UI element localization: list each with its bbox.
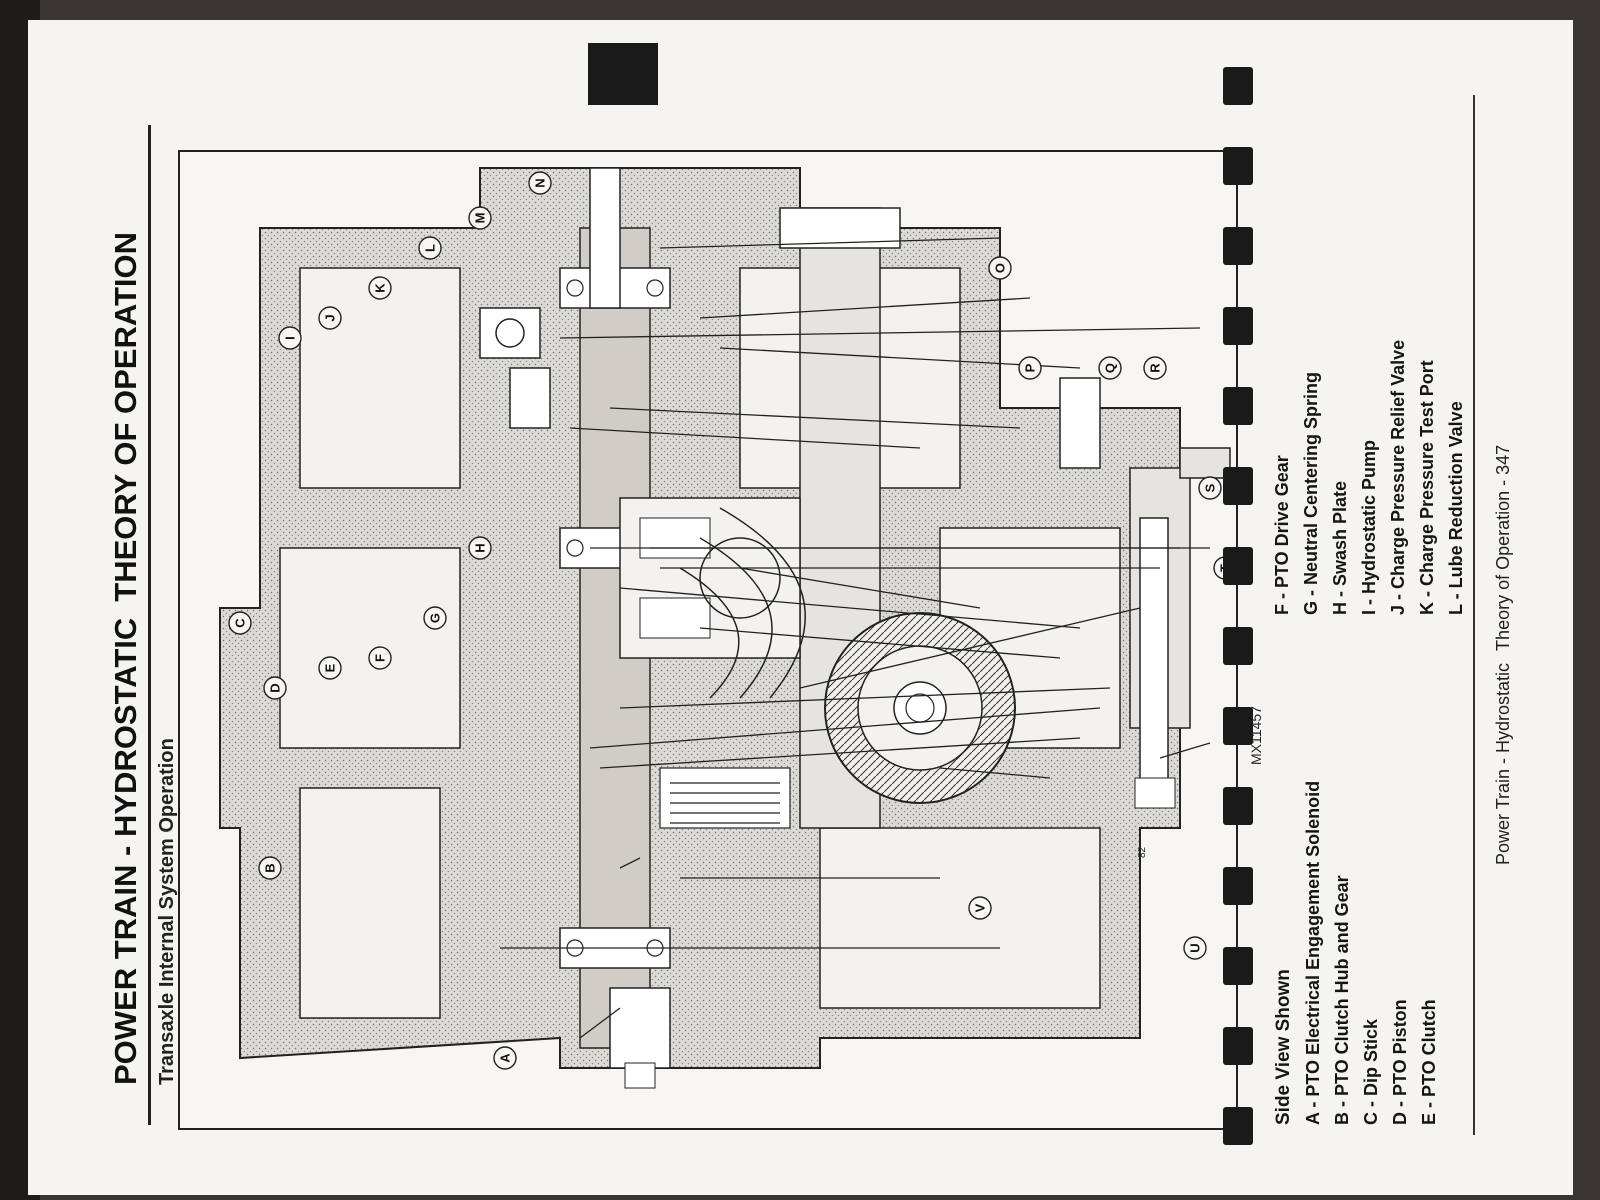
rotated-page-content: POWER TRAIN - HYDROSTATIC THEORY OF OPERA… <box>68 35 1568 1185</box>
svg-text:B: B <box>263 863 278 872</box>
svg-text:O: O <box>993 263 1008 273</box>
callout-K: K <box>368 276 392 300</box>
svg-text:K: K <box>373 283 388 293</box>
svg-text:E: E <box>323 663 338 672</box>
callout-G: G <box>423 606 447 630</box>
svg-text:V: V <box>973 903 988 912</box>
callout-B: B <box>258 856 282 880</box>
svg-text:Q: Q <box>1103 363 1118 373</box>
svg-text:M: M <box>473 213 488 224</box>
callout-O: O <box>988 256 1012 280</box>
callout-Q: Q <box>1098 356 1122 380</box>
legend-item: A - PTO Electrical Engagement Solenoid <box>1303 780 1323 1125</box>
callout-R: R <box>1143 356 1167 380</box>
legend-item: K - Charge Pressure Test Port <box>1417 360 1437 615</box>
legend-item: E - PTO Clutch <box>1419 999 1439 1125</box>
legend-heading: Side View Shown <box>1273 969 1294 1125</box>
callout-I: I <box>278 326 302 350</box>
svg-text:F: F <box>373 654 388 662</box>
callout-D: D <box>263 676 287 700</box>
page-subtitle: Transaxle Internal System Operation <box>156 738 178 1085</box>
callout-A: A <box>493 1046 517 1070</box>
legend-item: J - Charge Pressure Relief Valve <box>1388 339 1408 615</box>
page-title-topic: THEORY OF OPERATION <box>108 231 143 602</box>
legend-item: B - PTO Clutch Hub and Gear <box>1332 875 1352 1125</box>
svg-text:J: J <box>323 314 338 321</box>
footer-rule <box>1473 95 1475 1135</box>
svg-text:C: C <box>233 618 248 628</box>
callout-L: L <box>418 236 442 260</box>
legend-item: D - PTO Piston <box>1390 999 1410 1125</box>
transaxle-cutaway-diagram: 82 <box>219 167 1237 1089</box>
transaxle-diagram-frame: 82 <box>178 150 1238 1130</box>
svg-text:A: A <box>498 1053 513 1063</box>
legend-left: Side View Shown A - PTO Electrical Engag… <box>1273 781 1444 1125</box>
legend-item: G - Neutral Centering Spring <box>1301 371 1321 615</box>
svg-text:H: H <box>473 543 488 552</box>
legend-item: C - Dip Stick <box>1361 1018 1381 1125</box>
svg-text:L: L <box>423 244 438 252</box>
footer-section: Power Train - Hydrostatic <box>1493 662 1513 865</box>
legend-item: L - Lube Reduction Valve <box>1446 401 1466 615</box>
dip-stick <box>1139 517 1169 799</box>
svg-text:R: R <box>1148 363 1163 373</box>
svg-text:S: S <box>1203 483 1218 492</box>
legend-item: I - Hydrostatic Pump <box>1359 439 1379 615</box>
legend-item: H - Swash Plate <box>1330 480 1350 615</box>
callout-J: J <box>318 306 342 330</box>
callout-E: E <box>318 656 342 680</box>
page-title: POWER TRAIN - HYDROSTATIC THEORY OF OPERA… <box>108 232 144 1085</box>
relief-valve <box>509 367 551 429</box>
svg-text:G: G <box>428 613 443 623</box>
svg-text:U: U <box>1188 943 1203 952</box>
svg-text:I: I <box>283 336 298 340</box>
callout-V: V <box>968 896 992 920</box>
pto-solenoid <box>609 987 671 1069</box>
page-footer: Power Train - Hydrostatic Theory of Opera… <box>1493 445 1514 865</box>
svg-text:P: P <box>1023 363 1038 372</box>
binding-rings <box>1223 67 1253 1145</box>
footer-page: Theory of Operation - 347 <box>1493 444 1513 651</box>
svg-text:N: N <box>533 178 548 187</box>
callout-H: H <box>468 536 492 560</box>
title-rule <box>148 125 151 1125</box>
callout-F: F <box>368 646 392 670</box>
section-tab-marker <box>588 43 658 105</box>
callout-P: P <box>1018 356 1042 380</box>
pto-clutch-pack <box>659 767 791 829</box>
callout-M: M <box>468 206 492 230</box>
callout-N: N <box>528 171 552 195</box>
legend-right: F - PTO Drive Gear G - Neutral Centering… <box>1268 340 1471 615</box>
page-title-section: POWER TRAIN - HYDROSTATIC <box>108 617 143 1085</box>
svg-text:D: D <box>268 683 283 692</box>
callout-U: U <box>1183 936 1207 960</box>
plug-number-label: 82 <box>1137 846 1148 858</box>
legend-item: F - PTO Drive Gear <box>1272 455 1292 615</box>
callout-S: S <box>1198 476 1222 500</box>
manual-page: POWER TRAIN - HYDROSTATIC THEORY OF OPERA… <box>28 20 1573 1195</box>
callout-C: C <box>228 611 252 635</box>
